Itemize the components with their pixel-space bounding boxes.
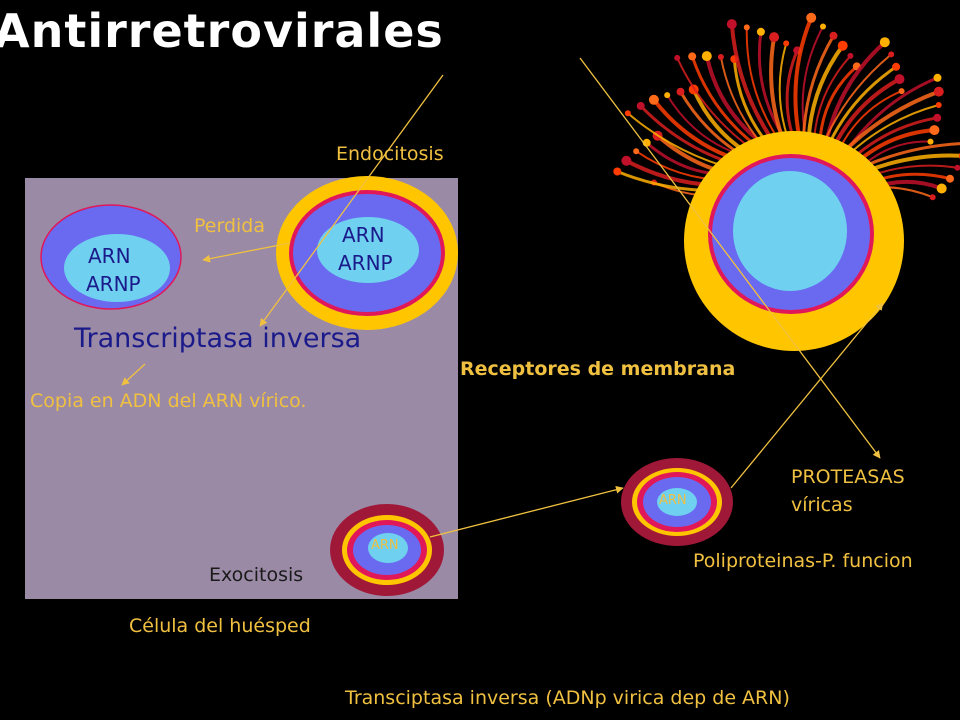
spike-knob (820, 23, 826, 30)
spike-knob (648, 94, 659, 105)
spike-knob (621, 155, 632, 166)
spike-knob (929, 125, 940, 136)
label-endo-arn: ARN (342, 223, 385, 247)
endocytosis-virus (276, 176, 458, 330)
spike-knob (954, 164, 960, 171)
budded-virus (621, 458, 733, 546)
spike (818, 65, 858, 144)
spike-knob (927, 138, 934, 145)
spike (729, 23, 779, 148)
label-inner-left-arnp: ARNP (86, 272, 141, 296)
spike-knob (933, 73, 942, 82)
label-viricas: víricas (791, 494, 853, 516)
spike-knob (624, 110, 631, 117)
spike (793, 17, 814, 139)
label-right-arn: ARN (659, 493, 687, 508)
spike-knob (674, 54, 681, 61)
label-bottom: Transciptasa inversa (ADNp virica dep de… (345, 687, 790, 709)
label-transcriptasa: Transcriptasa inversa (74, 323, 362, 354)
spike-knob (769, 32, 780, 43)
spike-knob (806, 12, 817, 23)
spike-knob (888, 51, 895, 58)
label-poliproteinas: Poliproteinas-P. funcion (693, 550, 913, 572)
spike-knob (946, 174, 954, 183)
spike-knob (936, 183, 947, 194)
spike-knob (933, 113, 942, 122)
spike-knob (717, 54, 724, 60)
spike-knob (701, 51, 712, 62)
label-copia: Copia en ADN del ARN vírico. (30, 390, 307, 412)
spike-knob (935, 102, 942, 108)
spike-knob (613, 167, 622, 176)
label-celula: Célula del huésped (129, 615, 311, 637)
spike-knob (847, 52, 854, 59)
spike (745, 27, 780, 141)
spike-knob (933, 86, 944, 97)
spike-knob (892, 62, 901, 71)
slide-title: Antirretrovirales (0, 4, 444, 58)
spike-knob (894, 74, 905, 85)
spike (704, 55, 762, 143)
internalized-virus (40, 204, 182, 310)
spike-knob (664, 92, 671, 99)
label-perdida: Perdida (194, 215, 265, 237)
label-endo-arnp: ARNP (338, 251, 393, 275)
arrows (121, 57, 884, 538)
label-exo-arn: ARN (371, 538, 399, 553)
label-inner-left-arn: ARN (88, 244, 131, 268)
spike-knob (688, 52, 697, 61)
spike-knob (743, 24, 750, 31)
spike-knob (726, 19, 737, 30)
spike-knob (879, 37, 890, 48)
spike-knob (783, 40, 790, 47)
mature-virus (684, 131, 904, 351)
spike-knob (929, 194, 936, 201)
label-proteasas: PROTEASAS (791, 466, 905, 488)
spike-knob (829, 31, 838, 40)
spike-knob (837, 40, 848, 51)
spike-knob (636, 101, 645, 110)
label-endocitosis: Endocitosis (336, 143, 444, 165)
exocytosis-virus (330, 504, 444, 596)
label-receptores: Receptores de membrana (460, 358, 736, 380)
spike-knob (756, 27, 765, 36)
spike-knob (898, 88, 905, 95)
spike (812, 55, 852, 147)
spike-knob (676, 87, 685, 96)
spike-knob (633, 148, 640, 155)
label-exocitosis: Exocitosis (209, 564, 304, 586)
